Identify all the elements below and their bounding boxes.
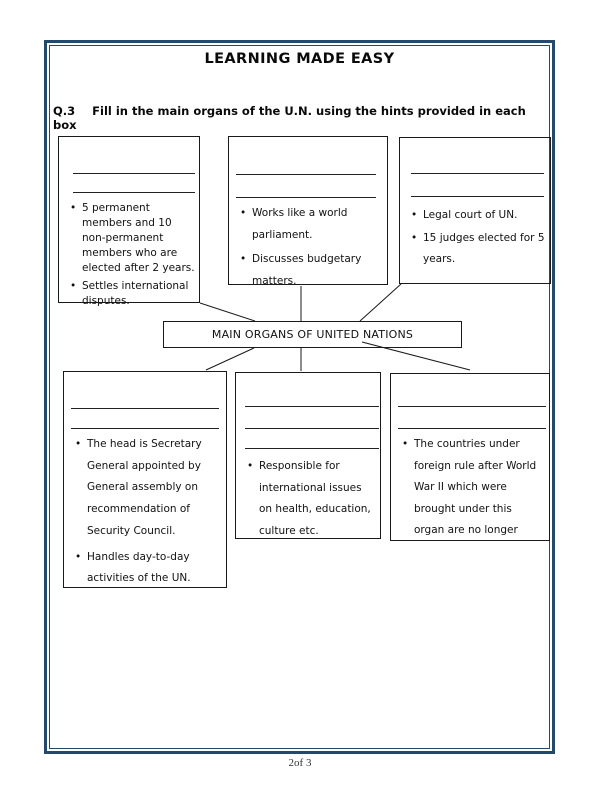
hint-box-top-middle: Works like a world parliament. Discusses… — [228, 136, 388, 287]
blank-answer-line — [73, 192, 195, 193]
connector-line — [359, 283, 402, 322]
hint-bullet: 5 permanent members and 10 non-permanent… — [69, 201, 199, 276]
blank-answer-line — [236, 197, 376, 198]
connector-line — [199, 302, 256, 322]
hint-box-top-right: Legal court of UN. 15 judges elected for… — [399, 137, 551, 284]
blank-answer-line — [245, 428, 379, 429]
question-text: Fill in the main organs of the U.N. usin… — [53, 104, 526, 132]
hint-bullet-list: Legal court of UN. 15 judges elected for… — [410, 205, 550, 272]
page-number: 2of 3 — [288, 757, 312, 769]
hint-bullet-list: Works like a world parliament. Discusses… — [239, 203, 387, 295]
hint-box-bottom-right: The countries under foreign rule after W… — [390, 373, 550, 541]
blank-answer-line — [398, 428, 546, 429]
blank-answer-line — [236, 174, 376, 175]
hint-bullet: Responsible for international issues on … — [246, 456, 380, 542]
hint-bullet: Discusses budgetary matters. — [239, 249, 387, 292]
hint-bullet-list: 5 permanent members and 10 non-permanent… — [69, 201, 199, 312]
connector-line — [361, 341, 471, 371]
blank-answer-line — [411, 196, 544, 197]
hint-bullet: 15 judges elected for 5 years. — [410, 228, 550, 271]
blank-answer-line — [245, 448, 379, 449]
hint-bullet-list: The head is Secretary General appointed … — [74, 434, 226, 594]
hint-bullet: The head is Secretary General appointed … — [74, 434, 226, 543]
hint-box-bottom-middle: Responsible for international issues on … — [235, 372, 381, 539]
page-title: LEARNING MADE EASY — [204, 51, 395, 67]
hint-bullet-list: The countries under foreign rule after W… — [401, 434, 549, 542]
question-number: Q.3 — [53, 104, 76, 118]
hint-bullet: Settles international disputes. — [69, 279, 199, 309]
blank-answer-line — [411, 173, 544, 174]
hint-bullet: Works like a world parliament. — [239, 203, 387, 246]
blank-answer-line — [71, 428, 219, 429]
blank-answer-line — [71, 408, 219, 409]
hint-bullet-list: Responsible for international issues on … — [246, 456, 380, 542]
hint-bullet: Legal court of UN. — [410, 205, 550, 227]
hint-bullet: The countries under foreign rule after W… — [401, 434, 549, 542]
hint-box-bottom-left: The head is Secretary General appointed … — [63, 371, 227, 588]
blank-answer-line — [245, 406, 379, 407]
hint-bullet: Handles day-to-day activities of the UN. — [74, 547, 226, 590]
center-box-main-organs: MAIN ORGANS OF UNITED NATIONS — [163, 321, 462, 348]
hint-box-top-left: 5 permanent members and 10 non-permanent… — [58, 136, 200, 307]
connector-line — [205, 347, 255, 371]
blank-answer-line — [398, 406, 546, 407]
blank-answer-line — [73, 173, 195, 174]
